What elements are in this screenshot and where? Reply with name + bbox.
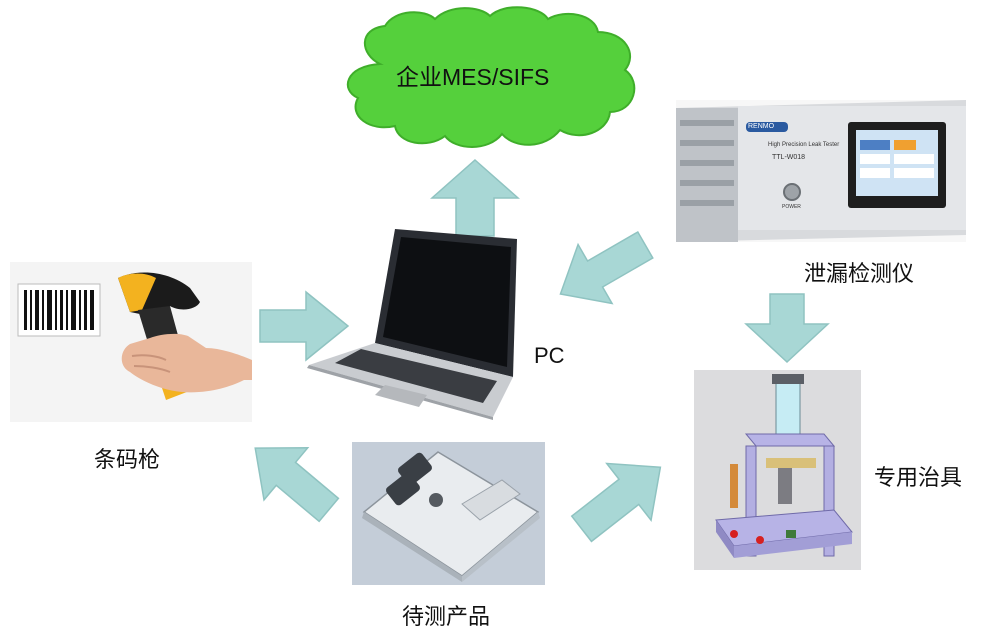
laptop-screen (383, 237, 511, 367)
cloud-shape (346, 6, 636, 148)
hand (121, 333, 252, 393)
arrow-tester-to-pc (559, 230, 654, 305)
vent-plug (429, 493, 443, 507)
product-under-test-image (352, 442, 545, 585)
barcode-scanner-image (10, 262, 252, 422)
leak-tester-label: 泄漏检测仪 (804, 261, 915, 286)
touchpad (375, 385, 427, 407)
leak-tester-model: TTL-W018 (772, 154, 806, 161)
barcode-label (17, 283, 101, 337)
product-label: 待测产品 (402, 604, 491, 629)
stop-button (730, 530, 738, 538)
keyboard (335, 349, 497, 403)
arrow-tester-to-fixture (744, 293, 830, 364)
arrow-scanner-to-pc (259, 290, 350, 362)
laptop-pc (307, 229, 517, 420)
cloud-mes-sifs (346, 6, 636, 148)
cloud-label: 企业MES/SIFS (396, 64, 550, 90)
leak-tester-image: RENMO High Precision Leak Tester TTL-W01… (676, 100, 966, 242)
dedicated-fixture-image (694, 370, 861, 570)
fixture-label: 专用治具 (874, 465, 963, 490)
scanner-label: 条码枪 (94, 447, 161, 472)
cylinder (775, 379, 801, 441)
leak-tester-subtitle: High Precision Leak Tester (768, 142, 840, 148)
arrow-product-to-scanner (254, 447, 340, 523)
arrow-product-to-fixture (570, 462, 662, 543)
fixture-top (744, 433, 836, 447)
brand-badge (746, 122, 788, 132)
leak-tester-power: POWER (782, 204, 801, 210)
connector-2 (386, 472, 420, 506)
leak-tester-brand: RENMO (748, 123, 775, 130)
pc-label: PC (534, 343, 565, 368)
power-button (783, 183, 801, 201)
